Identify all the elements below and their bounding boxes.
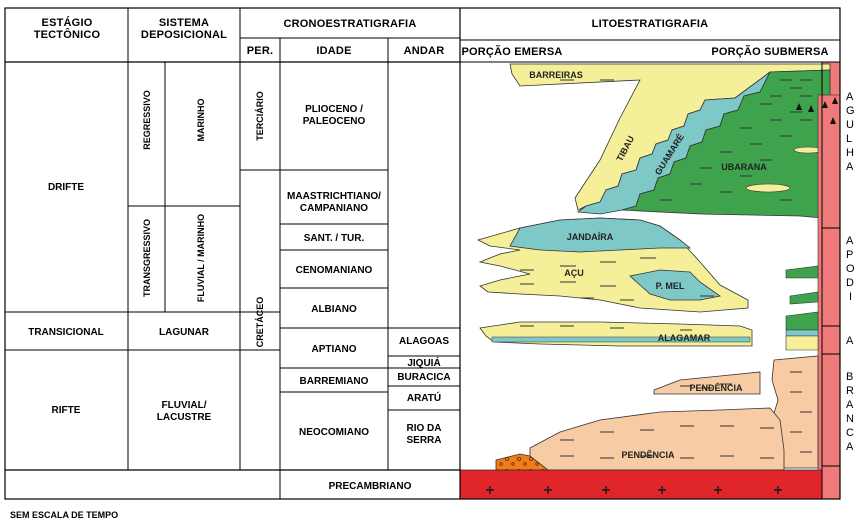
side-letter: P <box>846 249 853 261</box>
age-albiano: ALBIANO <box>311 304 357 315</box>
unit-alagamar: ALAGAMAR <box>658 333 711 343</box>
age-maastrichtiano-1: MAASTRICHTIANO/ <box>287 191 381 202</box>
stage-alagoas: ALAGOAS <box>399 336 449 347</box>
side-letter: C <box>846 427 854 439</box>
ubarana-lens <box>746 184 790 192</box>
sistema-marinho: MARINHO <box>196 99 206 142</box>
header-estagio-2: TECTÔNICO <box>34 28 101 41</box>
sistema-regressivo: REGRESSIVO <box>142 90 152 150</box>
side-letter: U <box>846 119 854 131</box>
side-letter: A <box>846 335 854 347</box>
header-crono: CRONOESTRATIGRAFIA <box>284 18 417 30</box>
side-letter: I <box>849 291 852 303</box>
tectonic-drifte: DRIFTE <box>48 182 84 193</box>
header-sistema-2: DEPOSICIONAL <box>141 29 227 41</box>
side-letter: A <box>846 441 854 453</box>
period-cretaceo: CRETÁCEO <box>255 297 265 348</box>
header-per: PER. <box>247 45 273 57</box>
sistema-fluvial-lacustre-2: LACUSTRE <box>157 412 212 423</box>
unit-ubarana: UBARANA <box>721 162 767 172</box>
side-letter: A <box>846 161 854 173</box>
sistema-transgressivo: TRANSGRESSIVO <box>142 219 152 297</box>
acu-right-green-2 <box>790 292 818 304</box>
header-lito: LITOESTRATIGRAFIA <box>592 18 709 30</box>
age-maastrichtiano-2: CAMPANIANO <box>300 203 368 214</box>
stage-buracica: BURACICA <box>397 372 450 383</box>
unit-pendencia-upper: PENDÊNCIA <box>689 382 743 393</box>
age-santur: SANT. / TUR. <box>304 233 365 244</box>
sistema-fluvial-marinho: FLUVIAL / MARINHO <box>196 214 206 302</box>
alagamar-teal <box>492 337 750 342</box>
tectonic-rifte: RIFTE <box>52 405 81 416</box>
unit-acu: AÇU <box>564 268 584 278</box>
stage-aratu: ARATÚ <box>407 391 441 404</box>
age-aptiano: APTIANO <box>312 344 357 355</box>
age-plioceno-2: PALEOCENO <box>303 116 366 127</box>
side-letter: L <box>846 133 852 145</box>
age-precambriano: PRECAMBRIANO <box>329 481 412 492</box>
precambrian-basement <box>460 470 822 499</box>
header-idade: IDADE <box>316 45 351 57</box>
header-text: ESTÁGIO TECTÔNICO SISTEMA DEPOSICIONAL C… <box>34 16 829 58</box>
side-letter: H <box>846 147 854 159</box>
side-letter: N <box>846 413 854 425</box>
side-letter: R <box>846 385 854 397</box>
age-neocomiano: NEOCOMIANO <box>299 427 369 438</box>
pink-column <box>818 95 840 499</box>
footer-note: SEM ESCALA DE TEMPO <box>10 510 118 520</box>
side-letter: A <box>846 91 854 103</box>
alagamar-right-yellow <box>786 336 818 350</box>
stage-rio-da-serra-1: RIO DA <box>407 423 442 434</box>
header-andar: ANDAR <box>404 45 445 57</box>
side-letter: A <box>846 235 854 247</box>
period-terciario: TERCIÁRIO <box>255 91 265 141</box>
age-plioceno-1: PLIOCENO / <box>305 104 363 115</box>
age-cenomaniano: CENOMANIANO <box>296 265 373 276</box>
side-letters: A G U L H A A P O D I A B R A N C A <box>846 91 855 453</box>
alagamar-right-green <box>786 312 818 330</box>
unit-pendencia-lower: PENDÊNCIA <box>621 449 675 460</box>
side-letter: B <box>846 371 853 383</box>
stage-rio-da-serra-2: SERRA <box>406 435 441 446</box>
acu-right-green <box>786 266 818 278</box>
side-letter: O <box>846 263 855 275</box>
header-estagio-1: ESTÁGIO <box>42 16 93 29</box>
tectonic-transicional: TRANSICIONAL <box>28 327 104 338</box>
sistema-lagunar: LAGUNAR <box>159 327 210 338</box>
side-letter: A <box>846 399 854 411</box>
side-letter: D <box>846 277 854 289</box>
age-barremiano: BARREMIANO <box>300 376 369 387</box>
unit-jandaira: JANDAÍRA <box>567 232 614 242</box>
side-letter: G <box>846 105 855 117</box>
unit-p-mel: P. MEL <box>656 281 685 291</box>
unit-barreiras: BARREIRAS <box>529 70 583 80</box>
lithology-panel <box>460 62 840 499</box>
alagamar-right-teal <box>786 330 818 336</box>
stage-jiquia: JIQUIÁ <box>407 356 440 369</box>
header-submersa: PORÇÃO SUBMERSA <box>711 45 828 58</box>
pendencia-lower <box>530 408 784 470</box>
header-sistema-1: SISTEMA <box>159 17 209 29</box>
header-emersa: PORÇÃO EMERSA <box>462 45 563 58</box>
sistema-fluvial-lacustre-1: FLUVIAL/ <box>162 400 207 411</box>
